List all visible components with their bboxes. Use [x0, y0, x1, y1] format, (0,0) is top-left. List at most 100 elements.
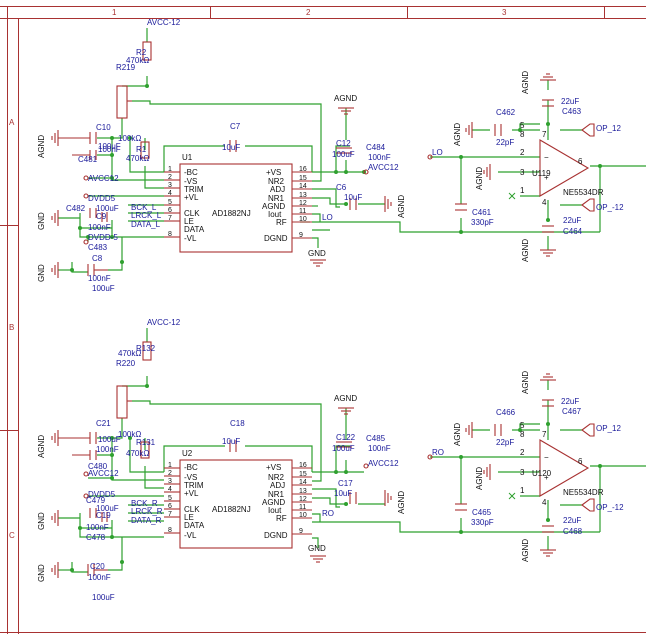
- column-label-1: 1: [112, 8, 117, 17]
- svg-text:RF: RF: [276, 218, 287, 227]
- svg-text:GND: GND: [37, 512, 46, 530]
- svg-text:5: 5: [520, 121, 525, 130]
- svg-text:6: 6: [168, 207, 172, 214]
- svg-text:100uF: 100uF: [98, 435, 121, 444]
- agnd-opamp-bottom: AGND: [475, 464, 491, 490]
- svg-text:AVCC12: AVCC12: [88, 469, 119, 478]
- capacitor-c6: C6 10uF: [336, 183, 362, 210]
- r1-ref: R1: [136, 145, 147, 154]
- power-dvdd5-bottom: DVDD5: [83, 490, 116, 499]
- svg-text:CLK: CLK: [184, 505, 200, 514]
- svg-text:9: 9: [299, 528, 303, 535]
- svg-text:100uF: 100uF: [96, 504, 119, 513]
- c8-value: 100nF: [88, 274, 111, 283]
- svg-text:C17: C17: [338, 479, 353, 488]
- power-avcc12-right-bottom: AVCC12: [363, 459, 399, 469]
- opamp-u119: 5 8 2 3 1 7 4 6 − + U119 NE5534DR: [508, 121, 604, 207]
- svg-text:AGND: AGND: [334, 394, 357, 403]
- svg-text:DGND: DGND: [264, 234, 288, 243]
- svg-text:OP_-12: OP_-12: [596, 503, 624, 512]
- svg-text:10: 10: [299, 216, 307, 223]
- svg-text:AGND: AGND: [475, 467, 484, 490]
- svg-text:NE5534DR: NE5534DR: [563, 488, 604, 497]
- svg-text:4: 4: [168, 486, 172, 493]
- svg-text:C485: C485: [366, 434, 386, 443]
- gnd-dac-bottom: GND: [308, 544, 326, 563]
- dac-u1-left-pins: 1 2 3 4 5 6 7 8 -BC -VS TRIM +VL CLK LE …: [164, 166, 205, 243]
- svg-text:8: 8: [168, 527, 172, 534]
- c10-value: 100uF: [98, 142, 121, 151]
- svg-text:15: 15: [299, 175, 307, 182]
- capacitor-c7: C7 10uF: [222, 122, 241, 152]
- r2-ref: R2: [136, 48, 147, 57]
- capacitor-c12: C12 100uF: [332, 139, 355, 159]
- capacitor-c483: C483: [88, 243, 108, 252]
- svg-text:C468: C468: [563, 527, 583, 536]
- c462-value: 22pF: [496, 138, 514, 147]
- svg-text:R220: R220: [116, 359, 136, 368]
- gnd-label: GND: [308, 249, 326, 258]
- svg-text:C467: C467: [562, 407, 582, 416]
- junctions-top: [70, 84, 602, 272]
- c482-value: 100nF: [88, 223, 111, 232]
- svg-text:10uF: 10uF: [334, 489, 352, 498]
- svg-text:DATA: DATA: [184, 225, 205, 234]
- opamp-u119-part: NE5534DR: [563, 188, 604, 197]
- svg-text:ADJ: ADJ: [270, 481, 285, 490]
- svg-text:11: 11: [299, 208, 306, 215]
- svg-text:12: 12: [299, 200, 307, 207]
- svg-text:OP_-12: OP_-12: [596, 203, 624, 212]
- svg-text:1: 1: [520, 186, 525, 195]
- opamp-plus: +: [544, 173, 549, 182]
- svg-text:22uF: 22uF: [561, 397, 579, 406]
- capacitor-c467: 22uF C467: [542, 397, 582, 416]
- svg-text:AGND: AGND: [262, 498, 285, 507]
- svg-text:DGND: DGND: [264, 531, 288, 540]
- sheet-frame: 1 2 3 A B C: [0, 6, 646, 634]
- power-avcc-12-bottom: AVCC-12: [147, 318, 181, 327]
- svg-text:100uF: 100uF: [332, 444, 355, 453]
- agnd-c468: AGND: [521, 539, 556, 562]
- svg-text:7: 7: [168, 511, 172, 518]
- capacitor-c17: C17 10uF: [334, 479, 357, 504]
- svg-text:-VL: -VL: [184, 531, 197, 540]
- column-label-3: 3: [502, 8, 507, 17]
- capacitor-c20: C20 100nF 100uF: [87, 562, 115, 602]
- dac-u2: 1 2 3 4 5 6 7 8 -BC -VS TRIM +VL CLK LE …: [164, 449, 312, 549]
- svg-text:4: 4: [542, 198, 547, 207]
- agnd-label: AGND: [37, 135, 46, 158]
- dac-u1: 1 2 3 4 5 6 7 8 -BC -VS TRIM +VL CLK LE …: [164, 153, 312, 253]
- svg-text:C465: C465: [472, 508, 492, 517]
- c8b-value: 100uF: [92, 284, 115, 293]
- svg-text:15: 15: [299, 471, 307, 478]
- svg-text:AGND: AGND: [397, 491, 406, 514]
- capacitor-c480: C480 100nF: [72, 445, 119, 471]
- agnd-right-c17: AGND: [384, 490, 406, 514]
- svg-text:2: 2: [168, 174, 172, 181]
- svg-text:6: 6: [578, 157, 583, 166]
- svg-text:6: 6: [168, 503, 172, 510]
- agnd-c467: AGND: [521, 371, 556, 394]
- c483-ref: C483: [88, 243, 108, 252]
- svg-text:12: 12: [299, 496, 307, 503]
- svg-text:NR1: NR1: [268, 194, 285, 203]
- capacitor-c10: C10 100uF: [58, 123, 121, 151]
- agnd-label: AGND: [475, 167, 484, 190]
- svg-text:11: 11: [299, 504, 306, 511]
- svg-text:+: +: [544, 473, 549, 482]
- dac-u1-ref: U1: [182, 153, 193, 162]
- svg-text:4: 4: [168, 190, 172, 197]
- svg-text:3: 3: [168, 182, 172, 189]
- row-label-b: B: [9, 323, 14, 332]
- c12-ref: C12: [336, 139, 351, 148]
- agnd-label: AGND: [334, 94, 357, 103]
- gnd-label: GND: [37, 212, 46, 230]
- trimpot-r220: R220 100kΩ: [116, 359, 141, 439]
- capacitor-c8: C8 100nF 100uF: [87, 254, 115, 293]
- capacitor-c122: C122 100uF: [332, 433, 356, 453]
- svg-text:DVDD5: DVDD5: [88, 490, 116, 499]
- capacitor-c484: C484 100nF: [366, 143, 391, 162]
- svg-text:LE: LE: [184, 217, 194, 226]
- agnd-label: AGND: [521, 71, 530, 94]
- c9-ref: C9: [96, 212, 107, 221]
